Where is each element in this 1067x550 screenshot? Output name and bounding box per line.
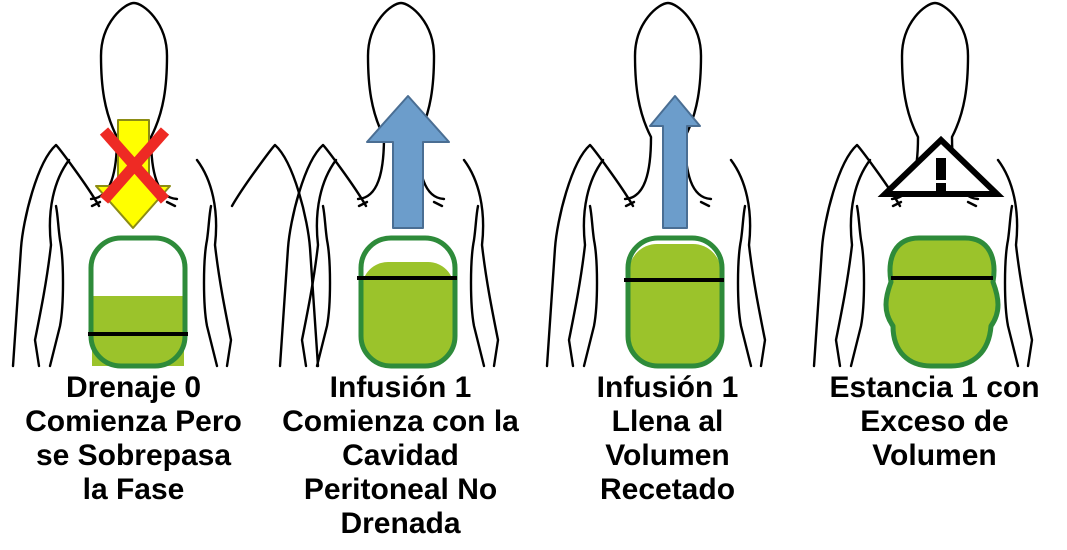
warning-triangle-icon [877,135,1005,197]
up-arrow-icon [649,95,701,229]
panel-infusion-1-fill: Infusión 1 Llena al Volumen Recetado [534,0,801,550]
fluid-bag-fill [362,262,454,366]
caption-line: Volumen [872,439,997,472]
panel-caption: Estancia 1 con Exceso de Volumen [801,371,1067,473]
fluid-bag [625,235,725,369]
caption-line: Drenada [340,507,461,540]
panel-2-illustration [278,1,500,369]
body-head-shoulders [582,200,753,368]
red-x-icon [99,127,170,204]
caption-line: Comienza Pero [25,405,242,438]
panel-infusion-1-start: Infusión 1 Comienza con la Cavidad Perit… [267,0,534,550]
body-outline [545,1,767,368]
panel-1-illustration [11,1,320,369]
fluid-bag-fill [92,296,184,366]
caption-line: Exceso de [860,405,1009,438]
caption-line: Cavidad [342,439,459,472]
panel-4-illustration [812,1,1034,369]
caption-line: Estancia 1 con [829,371,1040,404]
fluid-bag [88,235,188,369]
panel-caption: Drenaje 0 Comienza Pero se Sobrepasa la … [0,371,267,507]
caption-line: Infusión 1 [329,371,472,404]
caption-line: se Sobrepasa [35,439,232,472]
body-outline [812,1,1034,368]
caption-line: Peritoneal No [303,473,498,506]
caption-line: Llena al [611,405,724,438]
fluid-bag [883,235,1001,369]
panel-dwell-1-overfill: Estancia 1 con Exceso de Volumen [801,0,1067,550]
body-head-shoulders [315,200,486,368]
caption-line: la Fase [82,473,185,506]
body-outline [11,1,320,368]
panel-drain-0: Drenaje 0 Comienza Pero se Sobrepasa la … [0,0,320,550]
body-head-shoulders [849,200,1020,368]
caption-line: Recetado [599,473,736,506]
caption-line: Volumen [605,439,730,472]
panel-3-illustration [545,1,767,369]
fluid-bag [358,235,458,369]
caption-line: Drenaje 0 [65,371,202,404]
panel-caption: Infusión 1 Comienza con la Cavidad Perit… [267,371,534,541]
panel-caption: Infusión 1 Llena al Volumen Recetado [534,371,801,507]
body-head-shoulders [48,200,219,368]
up-arrow-icon [366,95,450,229]
caption-line: Infusión 1 [596,371,739,404]
caption-line: Comienza con la [282,405,519,438]
body-outline [278,1,500,368]
fluid-bag-fill [629,244,721,366]
